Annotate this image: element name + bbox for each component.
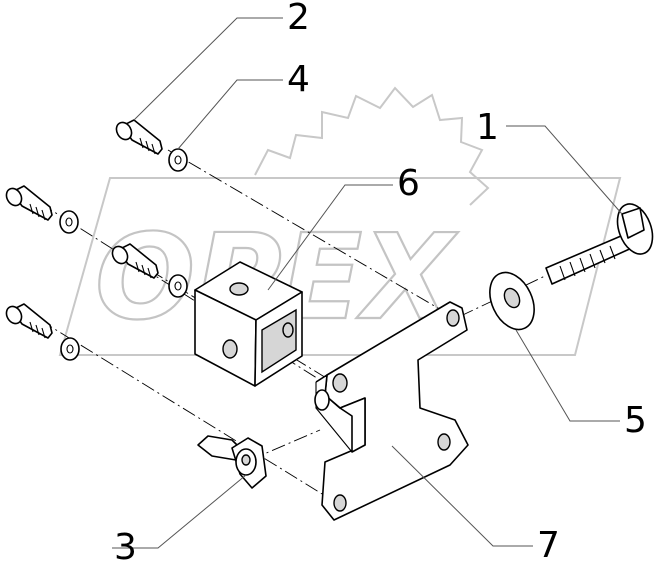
callout-4: 4 xyxy=(287,59,310,100)
leader-lines xyxy=(112,17,623,549)
watermark-badge xyxy=(58,177,622,356)
callout-3: 3 xyxy=(114,527,137,568)
carriage-bolt xyxy=(545,203,654,285)
callout-1: 1 xyxy=(476,107,499,148)
washer-small-4 xyxy=(60,337,80,361)
washer-large xyxy=(489,271,535,331)
cap-screw-top xyxy=(115,119,163,155)
cap-screw-low xyxy=(5,303,53,339)
cap-screw-left xyxy=(5,185,53,221)
leader-3 xyxy=(112,474,247,549)
washer-small-2 xyxy=(59,210,79,234)
callout-5: 5 xyxy=(624,400,647,441)
watermark-gear xyxy=(254,86,490,206)
mounting-bracket xyxy=(314,301,469,521)
callout-7: 7 xyxy=(537,525,560,566)
leader-4 xyxy=(177,79,283,150)
axis-screw-low xyxy=(39,319,341,506)
square-tube-clamp xyxy=(194,261,303,387)
callout-6: 6 xyxy=(397,163,420,204)
leader-1 xyxy=(506,125,623,215)
leader-6 xyxy=(267,184,393,291)
washer-small-group xyxy=(59,148,188,361)
callout-2: 2 xyxy=(287,0,310,38)
cap-screw-mid xyxy=(111,243,159,279)
axis-screw-top xyxy=(167,149,456,319)
leader-7 xyxy=(391,445,533,547)
washer-small-3 xyxy=(168,274,188,298)
wing-nut xyxy=(197,435,267,489)
leader-2 xyxy=(133,17,283,121)
leader-5 xyxy=(515,329,620,422)
washer-small-1 xyxy=(168,148,188,172)
